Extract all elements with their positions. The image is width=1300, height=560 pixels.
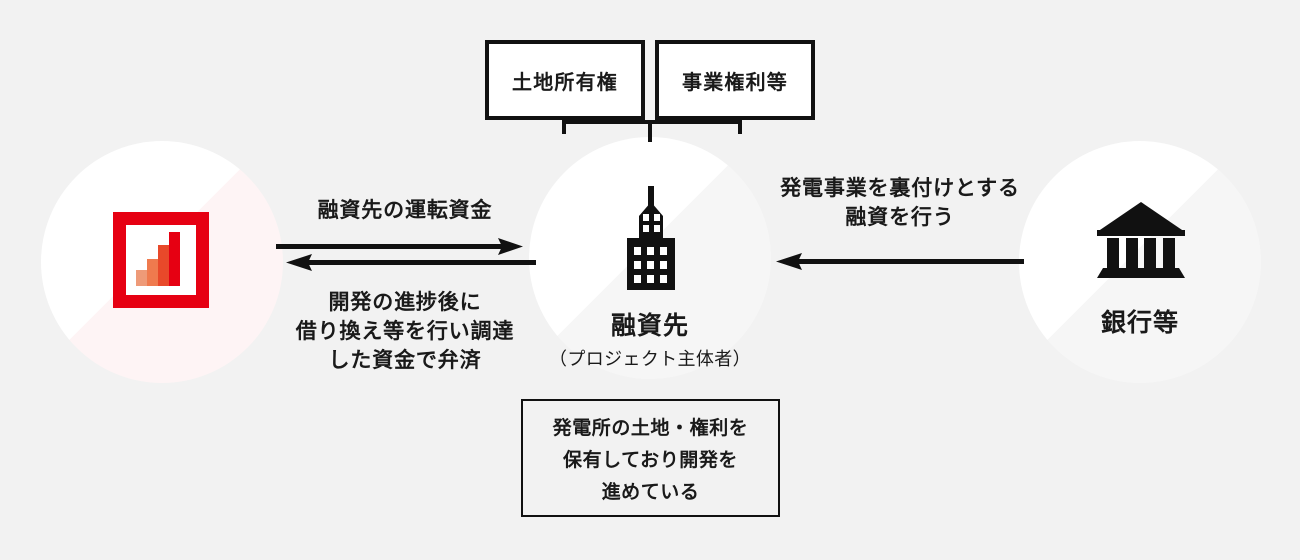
- bank-loan-arrow: [774, 252, 1024, 277]
- caption-line: 借り換え等を行い調達: [295, 319, 515, 343]
- node-label-bank: 銀行等: [1100, 309, 1179, 337]
- repayment-arrow: [284, 253, 536, 278]
- top-box-business-rights: 事業権利等: [655, 40, 815, 120]
- chart-icon-bar-2: [147, 259, 158, 286]
- caption-line: した資金で弁済: [328, 348, 482, 372]
- chart-icon-bar-1: [136, 270, 147, 286]
- chart-icon-bars: [136, 232, 180, 286]
- bottom-box-line: 発電所の土地・権利を: [552, 417, 749, 439]
- bottom-box-line: 進めている: [601, 481, 700, 503]
- connector-stem-to-borrower: [648, 120, 652, 142]
- connector-horizontal-bar: [562, 120, 742, 124]
- connector-leg-right: [738, 120, 742, 134]
- chart-icon-bar-4: [169, 232, 180, 286]
- bar-chart-in-red-frame-icon: [113, 212, 209, 308]
- caption-bank-loan: 発電事業を裏付けとする 融資を行う: [750, 175, 1050, 233]
- caption-repayment: 開発の進捗後に 借り換え等を行い調達 した資金で弁済: [255, 289, 555, 376]
- chart-icon-bar-3: [158, 245, 169, 286]
- working-capital-arrow: [276, 238, 526, 261]
- caption-line: 発電事業を裏付けとする: [780, 177, 1020, 200]
- bottom-box-asset-description: 発電所の土地・権利を 保有しており開発を 進めている: [521, 399, 780, 517]
- caption-line: 融資先の運転資金: [317, 199, 493, 222]
- bottom-box-line: 保有しており開発を: [563, 449, 738, 471]
- bank-building-icon: [1093, 200, 1189, 285]
- connector-leg-left: [562, 120, 566, 134]
- office-building-icon: [613, 186, 689, 295]
- caption-line: 融資を行う: [845, 205, 955, 229]
- top-box-land-ownership: 土地所有権: [485, 40, 645, 120]
- chart-icon-inner: [126, 225, 196, 295]
- node-sublabel-borrower: （プロジェクト主体者）: [549, 349, 751, 369]
- caption-line: 開発の進捗後に: [328, 291, 482, 314]
- caption-working-capital: 融資先の運転資金: [255, 197, 555, 226]
- node-label-borrower: 融資先: [610, 312, 689, 340]
